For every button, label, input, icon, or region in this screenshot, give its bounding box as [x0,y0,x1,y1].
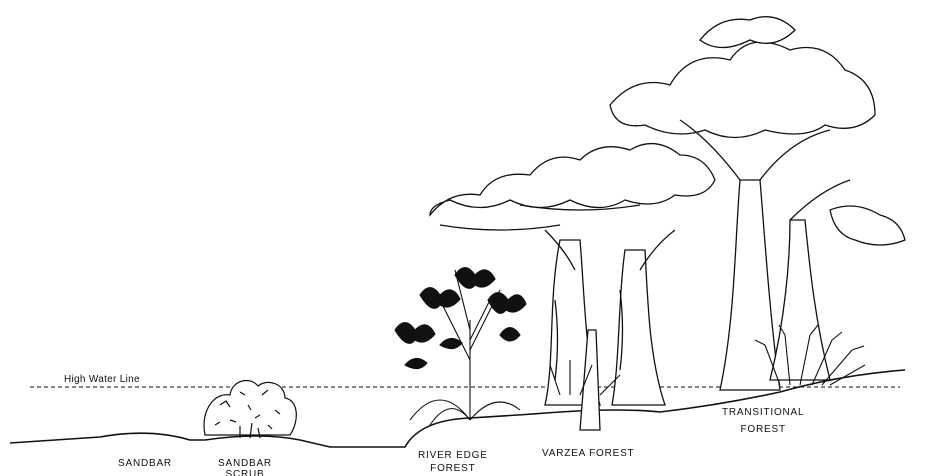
high-water-line-label: High Water Line [62,374,142,385]
zone-label-line: FOREST [722,423,804,436]
zone-label-sandbar: SANDBAR [118,457,172,470]
river-edge-shrubs [395,268,526,426]
zone-label-line: VARZEA FOREST [542,447,634,460]
zone-label-line: SANDBAR [118,457,172,470]
zone-label-river-edge-forest: RIVER EDGE FOREST [418,449,488,475]
zone-label-line: SCRUB [218,468,272,476]
zone-label-line: RIVER EDGE [418,449,488,462]
zone-label-sandbar-scrub: SANDBAR SCRUB [218,457,272,476]
zone-label-line: TRANSITIONAL [722,406,804,419]
zone-label-transitional-forest: TRANSITIONAL FOREST [722,406,804,436]
sandbar-scrub-shrub [204,380,296,438]
zone-label-line: FOREST [418,462,488,475]
zone-label-varzea-forest: VARZEA FOREST [542,447,634,460]
